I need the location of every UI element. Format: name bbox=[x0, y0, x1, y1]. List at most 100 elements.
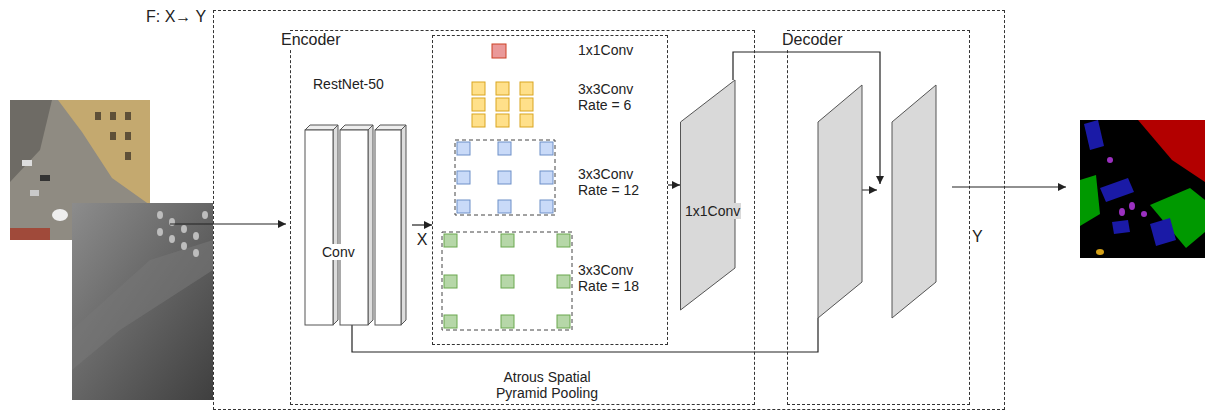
input-gray-image bbox=[157, 228, 163, 236]
output-segmentation bbox=[1129, 202, 1135, 210]
aspp-kernel bbox=[557, 315, 570, 328]
function-boundary: F: X→ YEncoderRestNet-50ConvAtrous Spati… bbox=[213, 10, 1005, 410]
data-flow-line bbox=[170, 52, 1066, 352]
node-label: F: X→ Y bbox=[146, 8, 206, 26]
output-segmentation bbox=[1141, 211, 1147, 217]
aspp-kernel bbox=[520, 98, 533, 111]
resnet-layer-block bbox=[305, 130, 333, 325]
aspp-kernel bbox=[496, 114, 509, 127]
node-label: 3x3Conv Rate = 18 bbox=[578, 262, 648, 294]
node-label: RestNet-50 bbox=[313, 76, 384, 92]
aspp-kernel bbox=[472, 82, 533, 127]
aspp-kernel bbox=[472, 114, 485, 127]
aspp-kernel bbox=[496, 82, 509, 95]
aspp-kernel bbox=[540, 171, 553, 184]
output-segmentation bbox=[1096, 249, 1104, 255]
input-aerial-photo bbox=[10, 100, 52, 182]
input-gray-image bbox=[193, 232, 199, 240]
output-segmentation bbox=[1119, 208, 1125, 216]
input-aerial-photo bbox=[22, 160, 32, 166]
aspp-kernel bbox=[496, 98, 509, 111]
aspp-kernel bbox=[457, 200, 470, 213]
aspp-kernel bbox=[498, 142, 511, 155]
input-gray-image bbox=[169, 235, 175, 243]
input-gray-image bbox=[202, 211, 208, 219]
node-label: 3x3Conv Rate = 12 bbox=[578, 166, 648, 198]
edge-label: X bbox=[417, 231, 428, 249]
decoder-feature-map bbox=[818, 85, 862, 318]
output-segmentation bbox=[1150, 188, 1205, 248]
aspp-branch: 3x3Conv Rate = 6 bbox=[438, 76, 663, 130]
input-aerial-photo bbox=[110, 112, 116, 120]
aspp-kernel bbox=[520, 82, 533, 95]
aspp-kernel bbox=[442, 232, 572, 330]
input-gray-image bbox=[72, 203, 213, 400]
input-aerial-photo bbox=[30, 190, 39, 196]
input-gray-image bbox=[181, 225, 187, 233]
input-aerial-photo bbox=[52, 209, 68, 221]
input-aerial-photo bbox=[125, 132, 131, 140]
decoder-feature-map bbox=[892, 85, 936, 318]
resnet-backbone: RestNet-50Conv bbox=[300, 74, 412, 330]
aspp-branch: 3x3Conv Rate = 12 bbox=[438, 136, 663, 220]
aspp-kernel bbox=[457, 142, 470, 155]
flow-arrow bbox=[668, 184, 680, 185]
feature-map-panel: 1x1Conv bbox=[680, 78, 752, 313]
resnet-layer-block bbox=[368, 125, 373, 325]
aspp-kernel bbox=[457, 142, 553, 213]
resnet-layer-block bbox=[375, 125, 406, 130]
node-sublabel: Conv bbox=[321, 244, 356, 260]
node-label: 3x3Conv Rate = 6 bbox=[578, 81, 648, 113]
output-segmentation bbox=[1112, 220, 1130, 234]
flow-arrow bbox=[412, 224, 432, 225]
input-gray-image bbox=[72, 203, 213, 400]
output-segmentation bbox=[1084, 120, 1104, 150]
aspp-kernel bbox=[444, 315, 457, 328]
output-segmentation bbox=[1080, 120, 1205, 258]
encoder-region: EncoderRestNet-50ConvAtrous Spatial Pyra… bbox=[290, 30, 755, 405]
output-segmentation bbox=[1150, 218, 1176, 246]
input-aerial-photo bbox=[10, 228, 50, 240]
input-aerial-photo bbox=[125, 112, 131, 120]
node-label: Encoder bbox=[280, 31, 342, 49]
input-gray-image bbox=[157, 211, 163, 219]
feature-map-shape bbox=[680, 78, 752, 313]
aspp-kernel bbox=[455, 140, 555, 215]
resnet-layer-block bbox=[375, 130, 401, 325]
feature-map-shape bbox=[681, 80, 736, 310]
resnet-layer-block bbox=[340, 130, 368, 325]
resnet-layer-block bbox=[333, 125, 338, 325]
input-aerial-photo bbox=[110, 132, 116, 140]
aspp-kernel bbox=[442, 44, 572, 330]
output-segmentation bbox=[1138, 120, 1205, 182]
aspp-kernel bbox=[472, 98, 485, 111]
resnet-layer-block bbox=[305, 125, 338, 130]
decoder-region: Decoder bbox=[787, 30, 970, 405]
aspp-branch: 1x1Conv bbox=[438, 38, 663, 64]
aspp-kernel bbox=[501, 315, 514, 328]
data-flow-line bbox=[170, 223, 286, 224]
node-label: 1x1Conv bbox=[578, 42, 633, 58]
aspp-kernel bbox=[498, 171, 511, 184]
input-gray-image bbox=[169, 218, 175, 226]
aspp-kernel bbox=[501, 234, 514, 247]
aspp-kernel bbox=[472, 82, 485, 95]
aspp-kernel bbox=[557, 234, 570, 247]
output-segmentation bbox=[1100, 178, 1134, 202]
aspp-kernel bbox=[444, 275, 457, 288]
aspp-kernel bbox=[492, 44, 506, 58]
aspp-kernel bbox=[444, 234, 570, 328]
aspp-kernel bbox=[557, 275, 570, 288]
output-symbol: Y bbox=[972, 228, 983, 246]
aspp-kernel bbox=[501, 275, 514, 288]
resnet-layer-block bbox=[401, 125, 406, 325]
input-aerial-photo bbox=[58, 100, 150, 205]
aspp-branch: 3x3Conv Rate = 18 bbox=[438, 228, 663, 334]
aspp-kernel bbox=[498, 200, 511, 213]
aspp-kernel bbox=[540, 142, 553, 155]
resnet-layer-block bbox=[340, 125, 373, 130]
resnet-layer-block bbox=[305, 125, 406, 325]
